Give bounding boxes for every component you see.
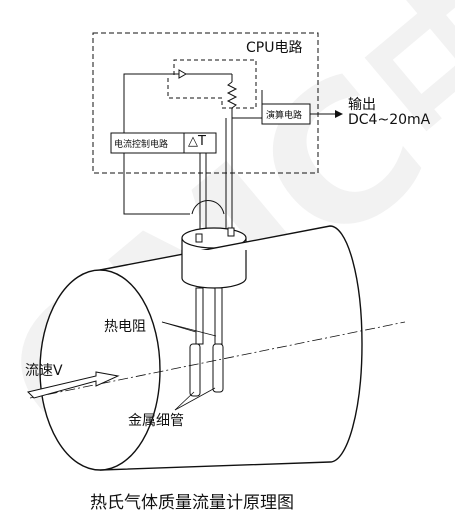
current-control-label: 电流控制电路 <box>114 140 169 150</box>
inner-dashed-loop <box>167 59 257 109</box>
pipe-centerline <box>29 321 406 399</box>
flow-velocity-label: 流速V <box>25 363 63 379</box>
probe-stem-left <box>195 287 204 345</box>
thermal-resistor-leader-2 <box>161 321 217 337</box>
wire-arc <box>191 200 225 215</box>
pipe-opening <box>39 269 161 471</box>
flow-arrow <box>27 371 120 399</box>
probe-right <box>212 343 224 393</box>
cpu-circuit-boundary <box>92 32 319 174</box>
wiper-triangle <box>178 69 188 79</box>
pipe-body <box>99 225 363 471</box>
delta-t-label: △T <box>188 134 206 149</box>
thermal-resistor-label: 热电阻 <box>104 319 146 335</box>
metal-tube-label: 金属细管 <box>128 413 184 429</box>
output-range-label: DC4~20mA <box>348 112 431 128</box>
output-label: 输出 <box>348 97 376 113</box>
probe-left <box>189 343 201 397</box>
resistor-symbol <box>226 81 238 109</box>
metal-tube-leader-2 <box>174 387 216 411</box>
compute-circuit-label: 演算电路 <box>266 111 303 121</box>
current-control-box <box>110 132 217 154</box>
metal-tube-leader-1 <box>174 391 195 411</box>
cpu-circuit-label: CPU电路 <box>246 40 303 56</box>
diagram-caption: 热氏气体质量流量计原理图 <box>90 493 294 513</box>
